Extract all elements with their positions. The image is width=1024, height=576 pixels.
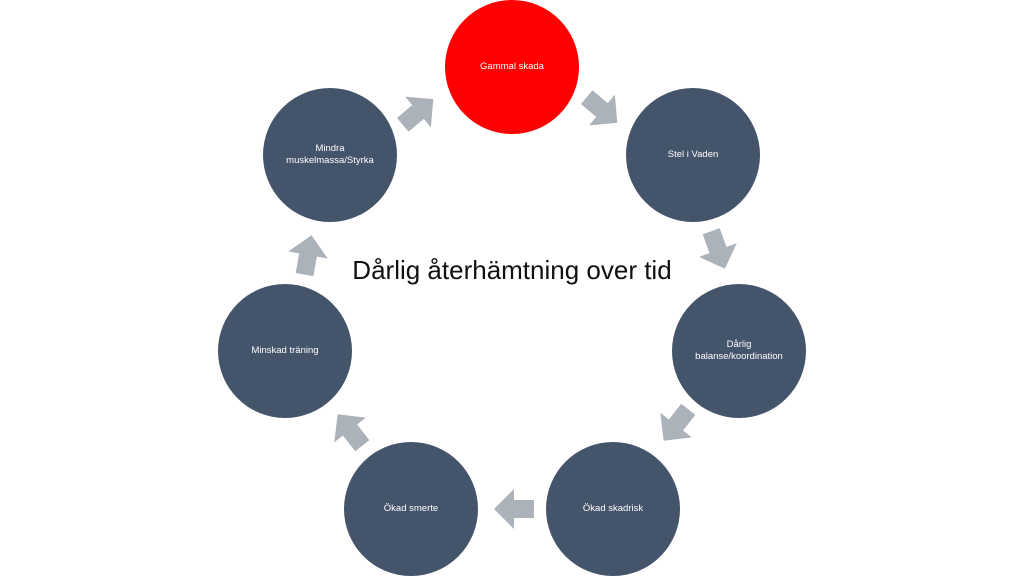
- node-okad-smerte: Ökad smerte: [344, 442, 478, 576]
- node-label: Stel i Vaden: [667, 149, 719, 160]
- node-stel-i-vaden: Stel i Vaden: [626, 88, 760, 222]
- node-label: Minskad träning: [251, 345, 319, 356]
- block-arrow-icon: [580, 90, 622, 130]
- node-okad-skadrisk: Ökad skadrisk: [546, 442, 680, 576]
- diagram-title: Dårlig återhämtning over tid: [352, 255, 672, 285]
- node-label: Mindra muskelmassa/Styrka: [286, 143, 374, 166]
- block-arrow-icon: [494, 489, 534, 529]
- block-arrow-icon: [396, 92, 438, 132]
- node-darlig-balanse: Dårlig balanse/koordination: [672, 284, 806, 418]
- block-arrow-icon: [288, 235, 328, 277]
- block-arrow-icon: [330, 410, 370, 452]
- node-mindra-muskelmassa: Mindra muskelmassa/Styrka: [263, 88, 397, 222]
- node-label: Dårlig balanse/koordination: [695, 339, 783, 362]
- node-label: Ökad skadrisk: [582, 503, 644, 514]
- block-arrow-icon: [656, 403, 696, 445]
- block-arrow-icon: [698, 228, 738, 270]
- node-label: Gammal skada: [480, 61, 544, 72]
- node-minskad-traning: Minskad träning: [218, 284, 352, 418]
- node-gammal-skada: Gammal skada: [445, 0, 579, 134]
- node-label: Ökad smerte: [383, 503, 439, 514]
